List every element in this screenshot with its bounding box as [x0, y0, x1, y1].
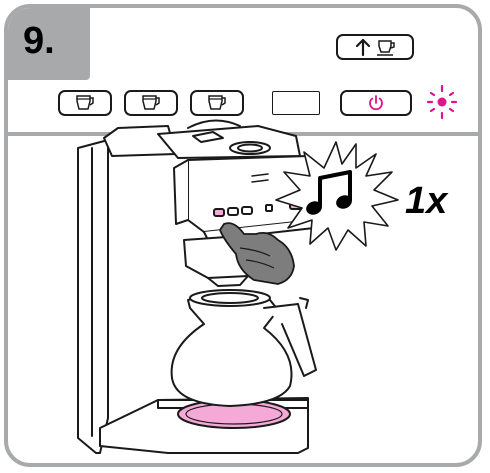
repeat-count-label: 1x	[405, 180, 447, 223]
instruction-frame: 9.	[4, 4, 482, 467]
sound-burst-icon	[270, 136, 402, 254]
coffee-machine-illustration	[8, 8, 478, 463]
